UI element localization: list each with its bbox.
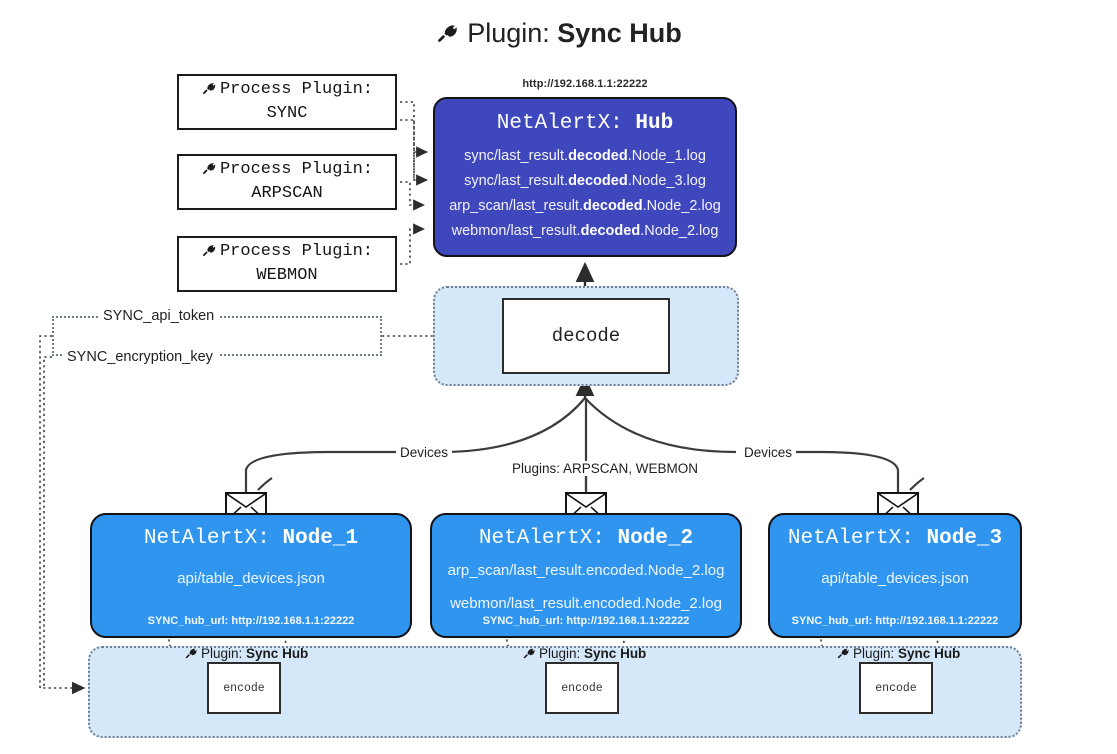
process-plugin-arpscan[interactable]: Process Plugin: ARPSCAN [177, 154, 397, 210]
encoder-plugin-label-3: Plugin: Sync Hub [836, 645, 960, 663]
edge-label-plugins: Plugins: ARPSCAN, WEBMON [508, 461, 703, 476]
decode-box[interactable]: decode [502, 298, 670, 374]
plug-icon [435, 19, 461, 52]
node-title: NetAlertX: Node_2 [478, 527, 694, 550]
node-2[interactable]: NetAlertX: Node_2 arp_scan/last_result.e… [430, 513, 742, 638]
hub-node[interactable]: NetAlertX: Hub sync/last_result.decoded.… [433, 97, 737, 257]
sync-api-token-label: SYNC_api_token [98, 308, 220, 324]
plug-icon [836, 645, 851, 663]
title-prefix: Plugin: [467, 18, 550, 48]
node-line: webmon/last_result.encoded.Node_2.log [450, 595, 722, 612]
node-1[interactable]: NetAlertX: Node_1 api/table_devices.json… [90, 513, 412, 638]
process-plugin-value: SYNC [266, 104, 308, 123]
node-line: arp_scan/last_result.encoded.Node_2.log [447, 562, 725, 579]
hub-log-item: arp_scan/last_result.decoded.Node_2.log [449, 197, 721, 214]
process-plugin-label: Process Plugin: [219, 80, 374, 100]
process-plugin-webmon[interactable]: Process Plugin: WEBMON [177, 236, 397, 292]
hub-title: NetAlertX: Hub [435, 112, 735, 135]
node-3[interactable]: NetAlertX: Node_3 api/table_devices.json… [768, 513, 1022, 638]
title-name: Sync Hub [557, 18, 682, 48]
plug-icon [184, 645, 199, 663]
plug-icon [201, 79, 218, 104]
encoder-plugin-label-1: Plugin: Sync Hub [184, 645, 308, 663]
node-line: api/table_devices.json [821, 570, 969, 587]
hub-log-item: sync/last_result.decoded.Node_3.log [464, 172, 706, 189]
hub-log-item: sync/last_result.decoded.Node_1.log [464, 148, 706, 164]
process-plugin-value: WEBMON [256, 266, 318, 285]
plug-icon [201, 159, 218, 184]
process-plugin-value: ARPSCAN [251, 184, 323, 203]
hub-log-item: webmon/last_result.decoded.Node_2.log [451, 222, 719, 239]
process-plugin-label: Process Plugin: [219, 242, 374, 262]
node-title: NetAlertX: Node_1 [143, 527, 359, 550]
encode-box-2[interactable]: encode [545, 662, 619, 714]
node-footer: SYNC_hub_url: http://192.168.1.1:22222 [791, 615, 999, 627]
process-plugin-label: Process Plugin: [219, 160, 374, 180]
plug-icon [522, 645, 537, 663]
node-footer: SYNC_hub_url: http://192.168.1.1:22222 [147, 615, 355, 627]
encode-box-3[interactable]: encode [859, 662, 933, 714]
hub-log-list: sync/last_result.decoded.Node_1.log sync… [435, 144, 735, 244]
edge-label-devices-right: Devices [740, 445, 797, 460]
hub-title-prefix: NetAlertX: [496, 112, 623, 135]
encode-box-1[interactable]: encode [207, 662, 281, 714]
node-line: api/table_devices.json [177, 570, 325, 587]
node-title: NetAlertX: Node_3 [787, 527, 1003, 550]
hub-title-name: Hub [635, 112, 674, 135]
hub-url-label: http://192.168.1.1:22222 [522, 78, 648, 90]
sync-encryption-key-label: SYNC_encryption_key [62, 349, 218, 365]
page-title: Plugin: Sync Hub [0, 18, 1117, 52]
encoder-plugin-label-2: Plugin: Sync Hub [522, 645, 646, 663]
node-footer: SYNC_hub_url: http://192.168.1.1:22222 [482, 615, 690, 627]
edge-label-devices-left: Devices [396, 445, 453, 460]
plug-icon [201, 241, 218, 266]
process-plugin-sync[interactable]: Process Plugin: SYNC [177, 74, 397, 130]
